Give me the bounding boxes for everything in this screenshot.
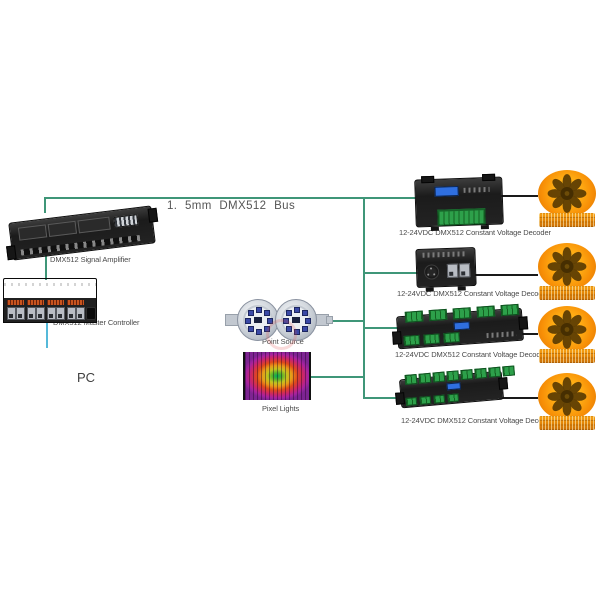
led-strip-4-image bbox=[537, 373, 597, 431]
dip-switch-icon bbox=[113, 214, 139, 228]
amplifier-to-controller-line bbox=[45, 252, 47, 280]
lcd-display-icon bbox=[434, 186, 459, 197]
decoder-2-image bbox=[414, 243, 478, 293]
pc-image bbox=[0, 340, 110, 410]
led-strip-3-image bbox=[537, 306, 597, 364]
xlr-connector-icon bbox=[423, 264, 440, 280]
controller-to-pc-line bbox=[46, 321, 48, 348]
decoder-4-label: 12-24VDC DMX512 Constant Voltage Decoder bbox=[401, 416, 553, 425]
decoder-3-label: 12-24VDC DMX512 Constant Voltage Decoder bbox=[395, 350, 547, 359]
decoder3-to-strip-line bbox=[521, 333, 538, 335]
branch-line-point-source bbox=[322, 320, 363, 322]
branch-line-decoder-2 bbox=[363, 272, 418, 274]
bus-to-amplifier-line bbox=[44, 197, 46, 213]
point-source-image bbox=[222, 296, 333, 344]
decoder-1-label: 12-24VDC DMX512 Constant Voltage Decoder bbox=[399, 228, 551, 237]
branch-line-decoder-4 bbox=[363, 397, 403, 399]
dmx-bus-line bbox=[44, 197, 417, 199]
branch-line-decoder-3 bbox=[363, 327, 401, 329]
decoder2-to-strip-line bbox=[473, 274, 538, 276]
decoder-4-image bbox=[395, 364, 516, 416]
lcd-display-icon bbox=[453, 321, 471, 331]
power-socket-icon bbox=[86, 307, 96, 320]
distribution-line bbox=[363, 197, 365, 399]
decoder-1-image bbox=[413, 172, 505, 232]
led-puck-icon bbox=[237, 299, 279, 341]
lcd-display-icon bbox=[446, 382, 462, 391]
signal-amplifier-image bbox=[6, 205, 162, 261]
decoder4-to-strip-line bbox=[499, 397, 538, 399]
led-strip-1-image bbox=[537, 170, 597, 228]
branch-line-pixel-lights bbox=[307, 376, 363, 378]
decoder1-to-strip-line bbox=[500, 195, 538, 197]
bus-label: 1. 5mm DMX512 Bus bbox=[167, 200, 296, 212]
master-controller-image bbox=[3, 278, 97, 324]
red-stamp-watermark bbox=[266, 319, 297, 350]
decoder-2-label: 12-24VDC DMX512 Constant Voltage Decoder bbox=[397, 289, 549, 298]
signal-amplifier-label: DMX512 Signal Amplifier bbox=[50, 255, 131, 264]
pc-label: PC bbox=[77, 370, 95, 385]
led-strip-2-image bbox=[537, 243, 597, 301]
terminal-block-icon bbox=[437, 208, 486, 226]
rj45-port-icon bbox=[446, 263, 459, 278]
pixel-lights-image bbox=[243, 352, 311, 400]
decoder-3-image bbox=[392, 303, 529, 357]
pixel-lights-label: Pixel Lights bbox=[262, 404, 300, 413]
rj45-port-icon bbox=[458, 263, 471, 278]
